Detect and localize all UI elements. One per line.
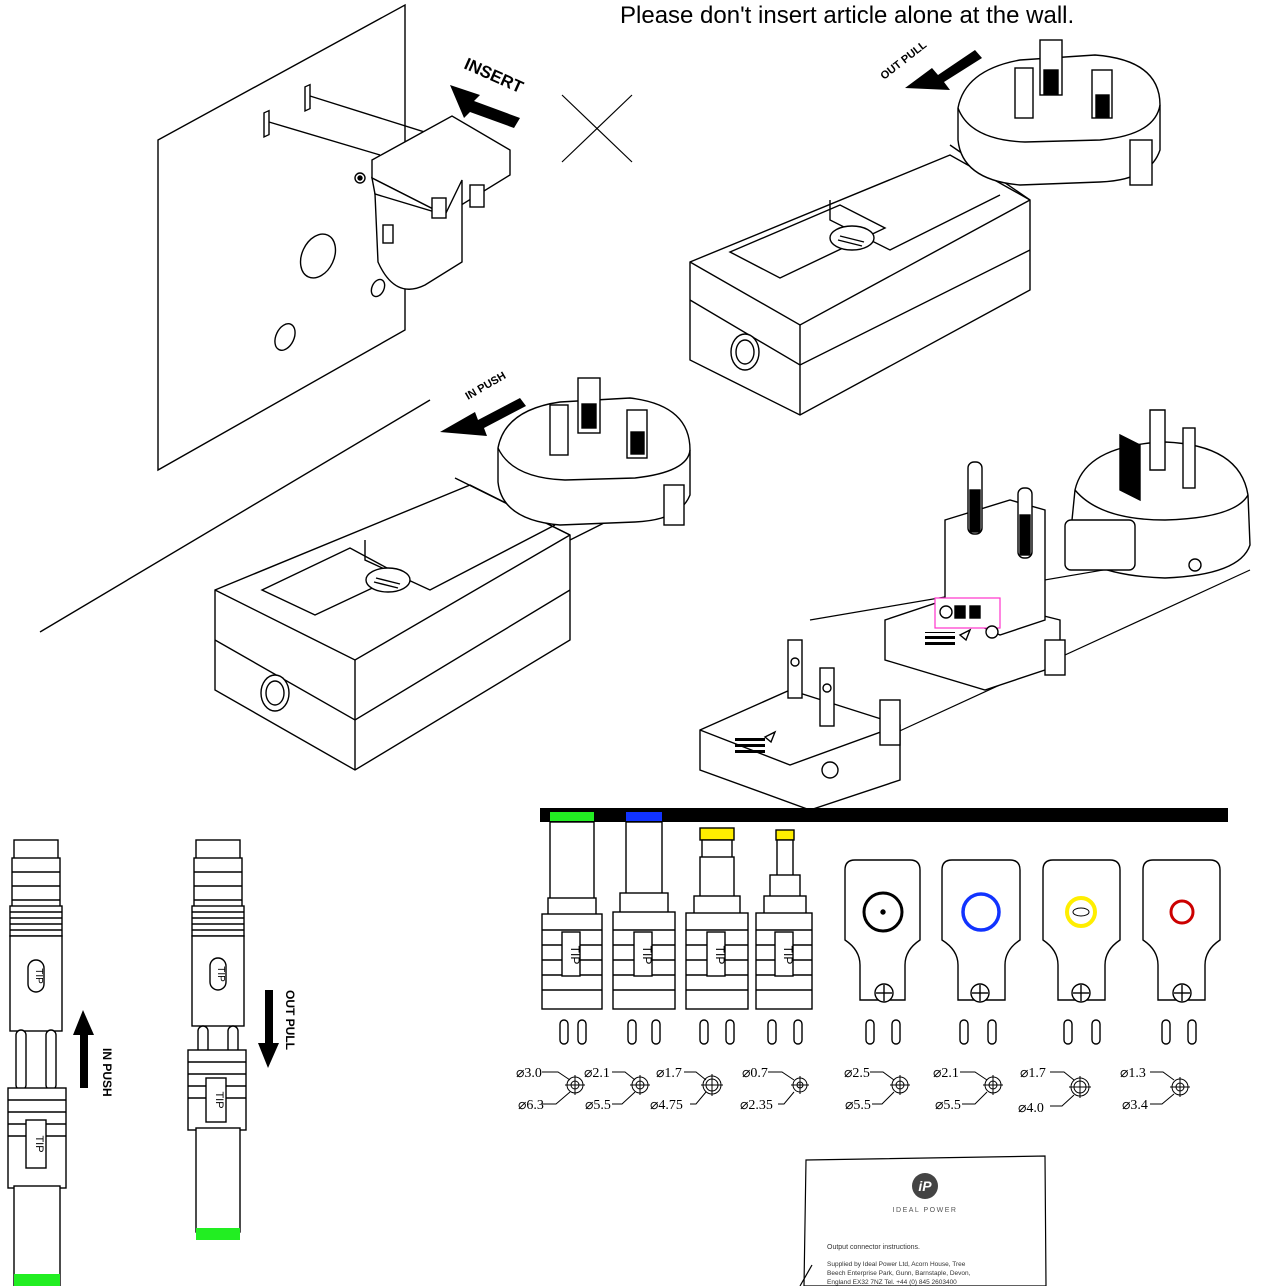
dimension-labels: ⌀3.0 ⌀6.3 ⌀2.1 ⌀5.5 ⌀1.7 ⌀4.75 ⌀0.7 ⌀2.3…: [516, 1066, 1190, 1116]
dimension-4: [768, 1071, 809, 1105]
tip-label-left-4: TIP: [213, 1091, 225, 1108]
eu-plug-head: [884, 461, 1066, 691]
socket-connector-3: [1042, 859, 1121, 1045]
dim-5-outer: ⌀5.5: [845, 1098, 871, 1113]
connector-bar: [540, 808, 1228, 822]
tip-label-left-3: TIP: [215, 966, 226, 982]
dimension-3: [684, 1071, 723, 1105]
dimension-6: [960, 1071, 1003, 1105]
uk-plug-top: [957, 39, 1161, 186]
socket-connector-2: [941, 859, 1021, 1045]
socket-connector-4: [1142, 859, 1221, 1045]
instruction-leaflet: iP IDEAL POWER Output connector instruct…: [799, 1155, 1047, 1286]
connector-assembly-out-pull: TIP TIP: [187, 839, 247, 1240]
plug-insert-on-wall: [354, 115, 511, 290]
insert-label: INSERT: [461, 54, 526, 97]
warning-notice: Please don't insert article alone at the…: [620, 2, 1075, 29]
dim-7-inner: ⌀1.7: [1020, 1066, 1046, 1081]
leaflet-logo: iP: [918, 1178, 932, 1194]
connector-assembly-in-push: TIP TIP: [7, 839, 67, 1286]
adapter-bottom: [214, 477, 651, 771]
tip-label-1: TIP: [568, 946, 582, 965]
in-push-label-left: IN PUSH: [100, 1048, 114, 1097]
tip-label-4: TIP: [781, 946, 795, 965]
leaflet-heading: Output connector instructions.: [827, 1244, 920, 1251]
out-pull-label-left: OUT PULL: [283, 990, 297, 1050]
dim-4-outer: ⌀2.35: [740, 1098, 773, 1113]
dim-2-outer: ⌀5.5: [585, 1098, 611, 1113]
out-pull-arrow-left: OUT PULL: [258, 990, 297, 1068]
out-pull-arrow-top: OUT PULL: [878, 39, 982, 90]
dim-7-outer: ⌀4.0: [1018, 1101, 1044, 1116]
tip-label-left-2: TIP: [33, 1135, 45, 1152]
dimension-1: [542, 1071, 585, 1105]
socket-connector-1: [844, 859, 921, 1045]
barrel-connector-2: TIP: [612, 812, 676, 1045]
uk-plug-bottom: [497, 377, 691, 526]
dimension-7: [1050, 1071, 1091, 1107]
leaflet-body-3: England EX32 7NZ Tel. +44 (0) 845 260340…: [827, 1279, 957, 1286]
dim-6-outer: ⌀5.5: [935, 1098, 961, 1113]
insert-arrow: INSERT: [450, 54, 527, 128]
tip-label-3: TIP: [713, 946, 727, 965]
leaflet-body-2: Beech Enterprise Park, Gunn, Barnstaple,…: [827, 1270, 971, 1277]
in-push-arrow-left: IN PUSH: [73, 1010, 114, 1097]
dim-3-outer: ⌀4.75: [650, 1098, 683, 1113]
not-allowed-cross: [561, 94, 633, 163]
wall-panel: [39, 3, 451, 633]
adapter-top: [689, 144, 1031, 416]
in-push-label-bottom: IN PUSH: [464, 370, 509, 403]
barrel-connector-1: TIP: [541, 812, 603, 1045]
dimension-8: [1150, 1071, 1190, 1105]
dim-1-outer: ⌀6.3: [518, 1098, 544, 1113]
dim-5-inner: ⌀2.5: [844, 1066, 870, 1081]
barrel-connector-3: TIP: [685, 827, 749, 1045]
dimension-5: [870, 1071, 910, 1105]
dim-2-inner: ⌀2.1: [584, 1066, 610, 1081]
us-plug-head: [699, 639, 901, 811]
leaflet-brand: IDEAL POWER: [893, 1207, 958, 1214]
dim-1-inner: ⌀3.0: [516, 1066, 542, 1081]
dim-3-inner: ⌀1.7: [656, 1066, 682, 1081]
tip-label-2: TIP: [640, 946, 654, 965]
dim-6-inner: ⌀2.1: [933, 1066, 959, 1081]
leaflet-body-1: Supplied by Ideal Power Ltd, Acorn House…: [827, 1261, 966, 1268]
dimension-2: [612, 1071, 650, 1105]
dim-8-inner: ⌀1.3: [1120, 1066, 1146, 1081]
dim-4-inner: ⌀0.7: [742, 1066, 768, 1081]
barrel-connector-4: TIP: [755, 829, 813, 1045]
dim-8-outer: ⌀3.4: [1122, 1098, 1148, 1113]
tip-label-left-1: TIP: [33, 968, 44, 984]
au-plug-head: [1064, 409, 1251, 579]
